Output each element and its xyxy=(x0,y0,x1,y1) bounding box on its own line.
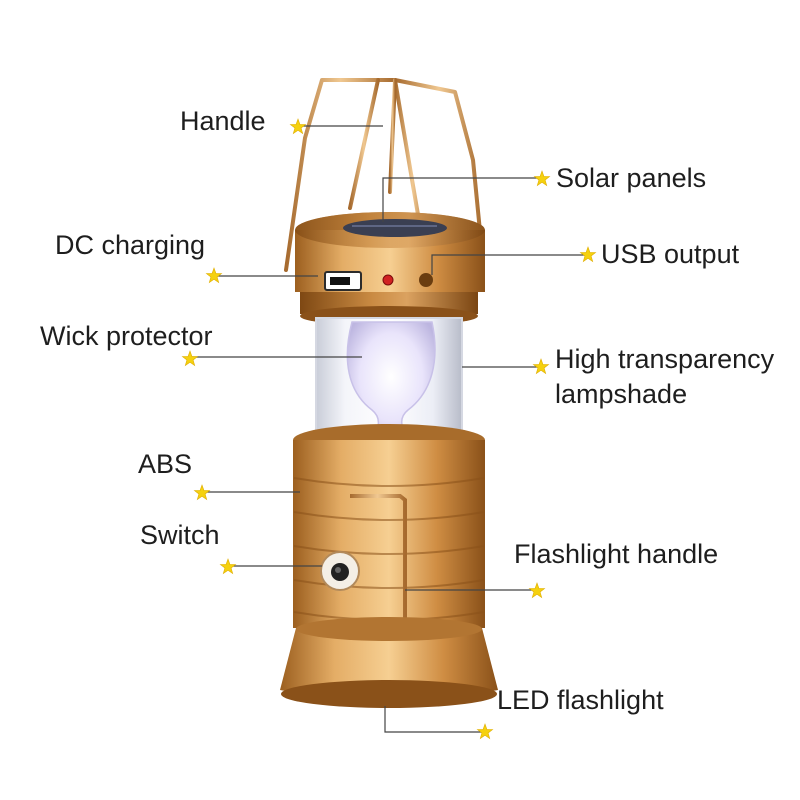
star-icon xyxy=(289,118,307,135)
callout-flashlight-handle: Flashlight handle xyxy=(514,539,719,569)
callout-solar-panels: Solar panels xyxy=(556,163,707,193)
abs-body xyxy=(293,424,485,628)
dc-port-slot xyxy=(330,277,350,285)
indicator-led xyxy=(382,274,394,286)
flashlight-handle-wire xyxy=(350,494,407,632)
base xyxy=(280,617,498,708)
leader-lines xyxy=(190,125,587,733)
star-icon xyxy=(476,723,494,740)
callout-abs: ABS xyxy=(138,449,193,479)
callout-lampshade: High transparency lampshade xyxy=(555,344,775,409)
solar-panel xyxy=(343,219,447,237)
star-icon xyxy=(533,170,551,187)
callout-led-flashlight: LED flashlight xyxy=(497,685,664,715)
callout-handle: Handle xyxy=(180,106,266,136)
switch-button xyxy=(320,551,360,591)
callout-dc-charging: DC charging xyxy=(55,230,206,260)
star-icon xyxy=(219,558,237,575)
star-icon xyxy=(181,350,199,367)
callout-usb-output: USB output xyxy=(601,239,740,269)
star-icon xyxy=(532,358,550,375)
star-icon xyxy=(205,267,223,284)
usb-port xyxy=(419,273,433,287)
star-icon xyxy=(579,246,597,263)
callout-switch: Switch xyxy=(140,520,220,550)
star-icon xyxy=(528,582,546,599)
top-cap xyxy=(295,212,485,326)
star-icon xyxy=(193,484,211,501)
callout-wick-protector: Wick protector xyxy=(40,321,213,351)
